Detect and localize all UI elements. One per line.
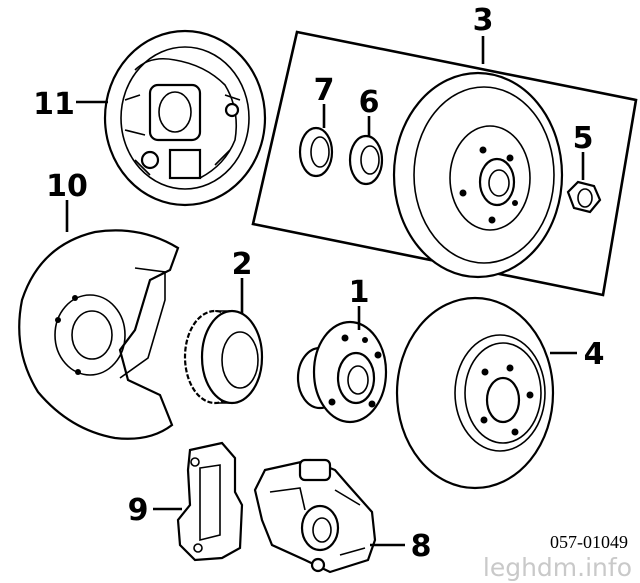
part-3-brake-drum <box>392 71 564 279</box>
part-10-dust-shield <box>18 229 180 440</box>
part-7-seal <box>298 126 334 178</box>
callout-10: 10 <box>46 169 88 204</box>
part-6-bearing <box>348 134 384 186</box>
part-5-nut <box>566 180 602 214</box>
callout-7: 7 <box>314 73 335 108</box>
part-number: 057-01049 <box>550 532 628 552</box>
callout-5: 5 <box>573 121 594 156</box>
callout-2: 2 <box>232 247 253 282</box>
callout-8: 8 <box>411 529 432 564</box>
watermark: leghdm.info <box>483 553 632 582</box>
part-1-hub <box>296 320 388 424</box>
callout-6: 6 <box>359 85 380 120</box>
part-11-backing-plate <box>103 29 267 207</box>
callout-labels: 3 7 6 5 11 10 2 1 4 9 8 <box>33 3 604 564</box>
part-2-tone-ring <box>183 309 264 405</box>
callout-9: 9 <box>128 493 149 528</box>
callout-11: 11 <box>33 87 75 122</box>
part-8-caliper <box>253 458 377 574</box>
part-4-brake-disc <box>395 296 555 490</box>
leader-lines <box>65 36 585 547</box>
part-9-caliper-bracket <box>176 441 244 562</box>
callout-1: 1 <box>349 275 370 310</box>
part-3-frame <box>251 30 638 297</box>
callout-4: 4 <box>584 337 605 372</box>
callout-3: 3 <box>473 3 494 38</box>
